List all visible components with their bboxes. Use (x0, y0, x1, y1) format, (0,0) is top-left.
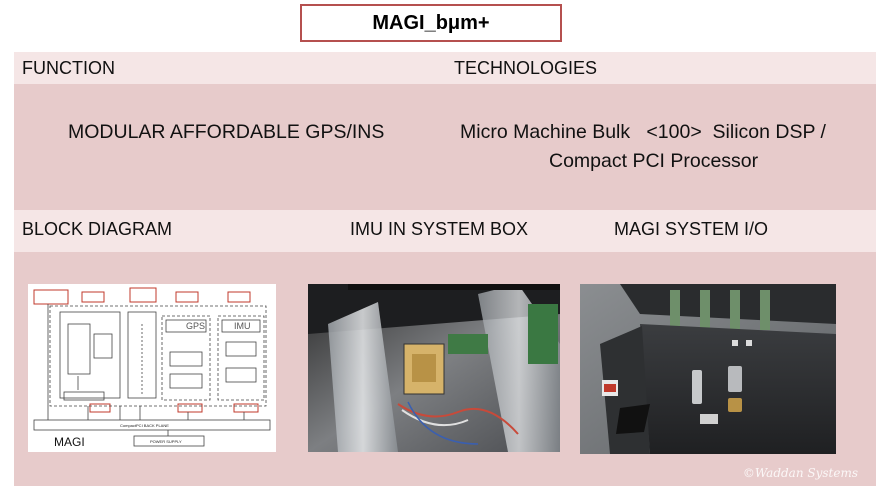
io-photo-svg (580, 284, 836, 454)
imu-system-box-photo (308, 284, 560, 452)
diagram-backplane-label: CompactPCI BACK PLANE (120, 423, 169, 428)
block-diagram-svg: GPS IMU CompactPCI BACK PLANE POWER SUPP… (33, 287, 271, 449)
io-label: MAGI SYSTEM I/O (614, 219, 769, 239)
imu-photo-svg (308, 284, 560, 452)
technologies-line-1: Micro Machine Bulk <100> Silicon DSP / (460, 121, 826, 143)
images-header-band: BLOCK DIAGRAM IMU IN SYSTEM BOX MAGI SYS… (14, 210, 876, 252)
imu-label: IMU IN SYSTEM BOX (350, 219, 529, 239)
watermark: ©Waddan Systems (742, 466, 858, 480)
diagram-power-label: POWER SUPPLY (150, 439, 182, 444)
function-header-band: FUNCTION TECHNOLOGIES (14, 52, 876, 84)
slide-title-text: MAGI_bμm+ (372, 11, 490, 34)
diagram-magi-label: MAGI (54, 435, 85, 449)
block-diagram-image: GPS IMU CompactPCI BACK PLANE POWER SUPP… (28, 284, 276, 452)
function-label: FUNCTION (22, 58, 115, 78)
technologies-line-2: Compact PCI Processor (549, 150, 759, 172)
slide-title: MAGI_bμm+ (300, 4, 562, 42)
diagram-gps-label: GPS (186, 321, 205, 331)
technologies-label: TECHNOLOGIES (454, 58, 598, 78)
function-content-band: MODULAR AFFORDABLE GPS/INS Micro Machine… (14, 84, 876, 210)
function-value: MODULAR AFFORDABLE GPS/INS (68, 121, 385, 143)
diagram-imu-label: IMU (234, 321, 251, 331)
block-diagram-label: BLOCK DIAGRAM (22, 219, 173, 239)
magi-system-io-photo (580, 284, 836, 454)
